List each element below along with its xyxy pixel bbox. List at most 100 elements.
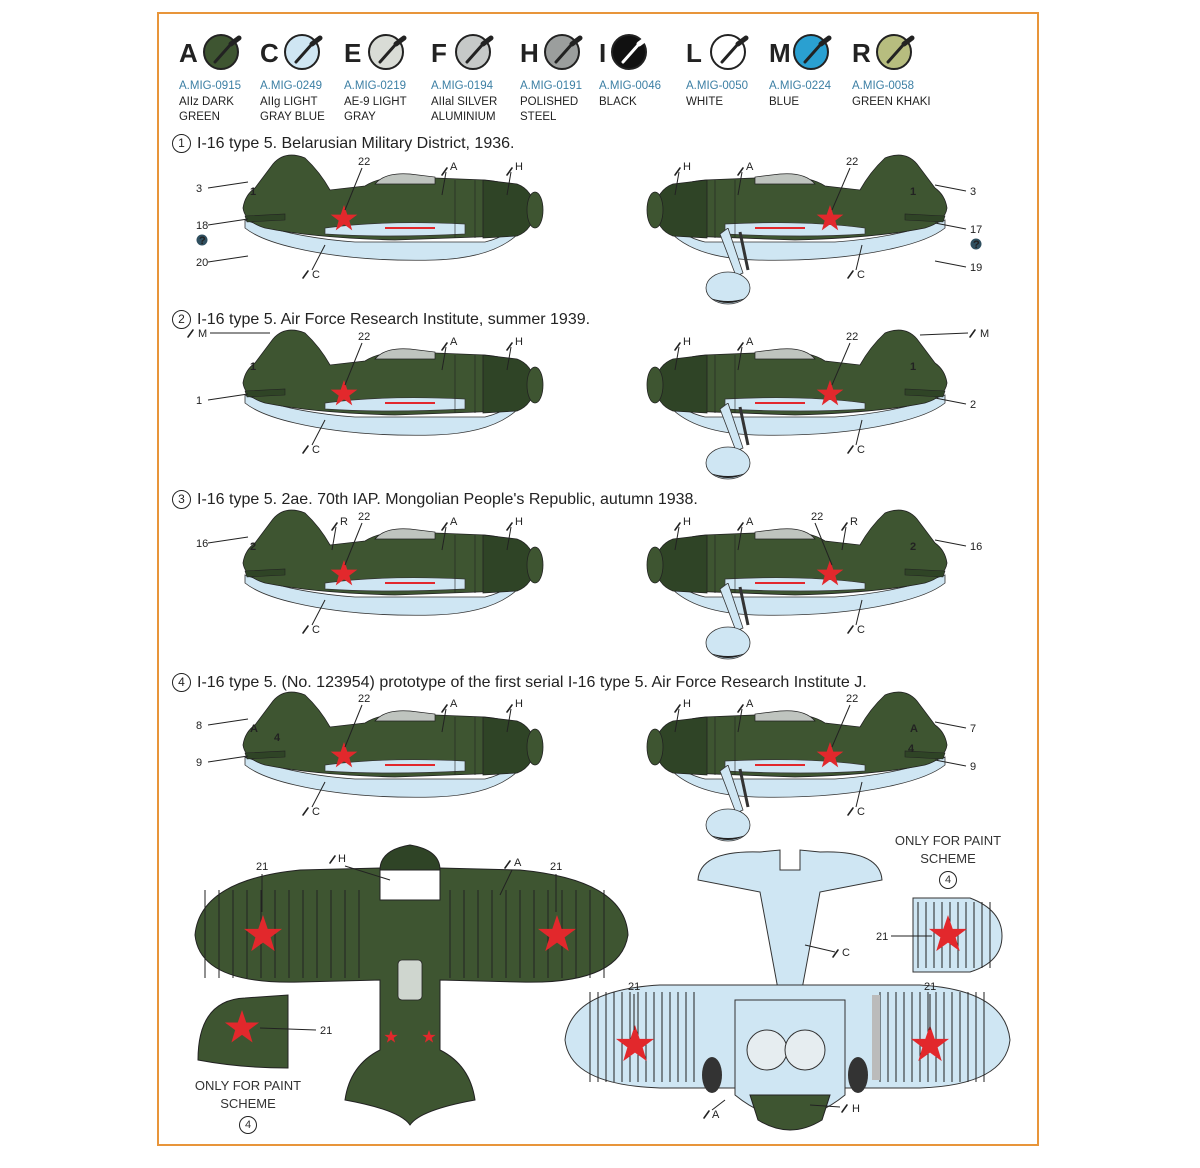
callout-19: 19 [970,262,982,274]
callout-H: H [852,1103,860,1115]
paint-brush-icon [368,34,407,70]
tail-number: 2 [910,541,916,553]
swatch-letter: F [431,38,447,68]
swatch-letter: M [769,38,791,68]
callout-21: 21 [550,861,562,873]
callout-A: A [746,516,754,528]
callout-A: A [450,336,458,348]
paint-brush-icon [544,34,583,70]
swatch-name: BLACK [599,96,637,108]
swatch-letter: R [852,38,871,68]
callout-21: 21 [924,981,936,993]
callout-22: 22 [811,511,823,523]
tail-number: 1 [910,186,916,198]
tail-number-secondary: 4 [908,743,915,755]
callout-C: C [857,444,865,456]
callout-A: A [746,336,754,348]
swatch-code: A.MIG-0915 [179,80,241,92]
swatch-letter: C [260,38,279,68]
callout-22: 22 [358,693,370,705]
callout-H: H [515,698,523,710]
callout-H: H [515,516,523,528]
callout-22: 22 [846,693,858,705]
callout-16: 16 [970,541,982,553]
callout-H: H [683,336,691,348]
swatch-name: GREEN KHAKI [852,96,931,108]
paint-brush-icon [793,34,832,70]
callout-7: 7 [970,723,976,735]
callout-17: 17 [970,224,982,236]
swatch-name: POLISHED STEEL [520,96,579,123]
callout-A: A [746,698,754,710]
wingtip-detail-right: 21 [876,897,1003,973]
tail-number: 2 [250,541,256,553]
tail-number: A [250,723,258,735]
swatch-code: A.MIG-0046 [599,80,661,92]
question-marker: ? [973,239,980,251]
callout-1: 1 [196,395,202,407]
callout-H: H [515,161,523,173]
tail-number: A [910,723,918,735]
swatch-name: AIIal SILVER ALUMINIUM [431,96,498,123]
callout-9: 9 [196,757,202,769]
top-view: H A 21 21 [194,844,629,1126]
tail-number: 1 [910,361,916,373]
swatch-letter: I [599,38,607,68]
swatch-letter: L [686,38,702,68]
tail-number-secondary: 4 [274,732,281,744]
tail-number: 1 [250,361,256,373]
callout-R: R [340,516,348,528]
callout-21: 21 [876,931,888,943]
swatch-code: A.MIG-0191 [520,80,582,92]
swatch-name: AIIg LIGHT GRAY BLUE [260,96,325,123]
paint-brush-icon [203,34,242,70]
swatch-name: AE-9 LIGHT GRAY [344,96,407,123]
callout-C: C [312,444,320,456]
landing-gear [704,765,752,843]
page-frame [157,12,1039,1146]
callout-18: 18 [196,220,208,232]
callout-22: 22 [358,511,370,523]
swatch-code: A.MIG-0249 [260,80,322,92]
callout-A: A [514,857,522,869]
callout-M: M [198,328,207,340]
callout-A: A [712,1109,720,1121]
callout-2: 2 [970,399,976,411]
profile-right-3: 2 H A 22 R 16C [646,509,982,661]
question-marker: ? [199,235,206,247]
callout-22: 22 [846,331,858,343]
callout-H: H [683,516,691,528]
paint-brush-icon [284,34,323,70]
callout-C: C [857,806,865,818]
swatch-name: WHITE [686,96,724,108]
callout-H: H [683,161,691,173]
callout-21: 21 [628,981,640,993]
callout-R: R [850,516,858,528]
swatch-code: A.MIG-0219 [344,80,406,92]
callout-22: 22 [358,331,370,343]
landing-gear [704,228,752,306]
callout-A: A [450,698,458,710]
swatch-code: A.MIG-0058 [852,80,914,92]
callout-22: 22 [358,156,370,168]
callout-21: 21 [256,861,268,873]
callout-H: H [338,853,346,865]
callout-A: A [746,161,754,173]
swatch-code: A.MIG-0224 [769,80,831,92]
tail-number: 1 [250,186,256,198]
callout-C: C [857,624,865,636]
paint-brush-icon [611,34,650,70]
paint-brush-icon [710,34,749,70]
swatch-name: BLUE [769,96,800,108]
landing-gear [704,403,752,481]
callout-20: 20 [196,257,208,269]
